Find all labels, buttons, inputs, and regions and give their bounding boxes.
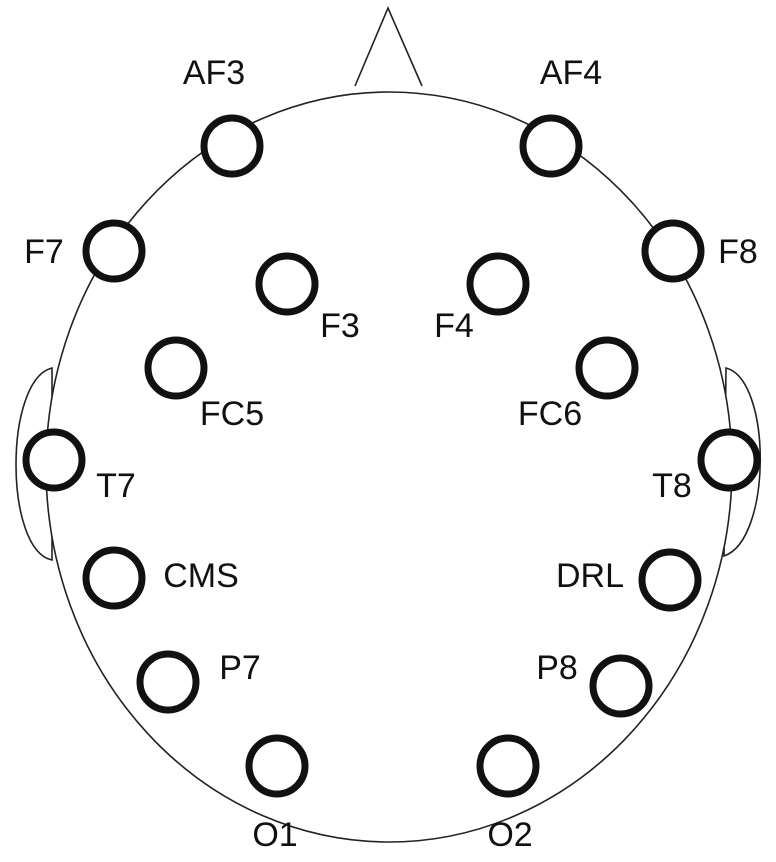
- label-o1: O1: [252, 816, 297, 854]
- electrode-f4: [466, 252, 530, 316]
- electrode-fc5: [144, 336, 208, 400]
- label-drl: DRL: [556, 557, 624, 595]
- electrode-o1: [245, 734, 309, 798]
- head-outline: [45, 91, 733, 843]
- label-t8: T8: [652, 467, 692, 505]
- label-fc6: FC6: [518, 395, 582, 433]
- electrode-af3: [200, 114, 264, 178]
- label-f7: F7: [24, 233, 64, 271]
- label-f3: F3: [320, 307, 360, 345]
- label-p8: P8: [536, 649, 578, 687]
- electrode-f8: [641, 219, 705, 283]
- label-af3: AF3: [183, 54, 245, 92]
- label-af4: AF4: [540, 54, 602, 92]
- electrode-cms: [82, 546, 146, 610]
- nose: [354, 5, 423, 87]
- electrode-af4: [519, 114, 583, 178]
- label-fc5: FC5: [200, 395, 264, 433]
- electrode-f3: [255, 252, 319, 316]
- electrode-p8: [589, 654, 653, 718]
- electrode-fc6: [575, 336, 639, 400]
- electrode-t8: [697, 428, 761, 492]
- electrode-f7: [82, 219, 146, 283]
- label-p7: P7: [219, 649, 261, 687]
- label-cms: CMS: [163, 557, 239, 595]
- label-f4: F4: [434, 307, 474, 345]
- label-f8: F8: [718, 233, 758, 271]
- electrode-p7: [136, 650, 200, 714]
- electrode-t7: [22, 428, 86, 492]
- electrode-drl: [638, 548, 702, 612]
- electrode-o2: [476, 734, 540, 798]
- label-o2: O2: [487, 816, 532, 854]
- label-t7: T7: [96, 467, 136, 505]
